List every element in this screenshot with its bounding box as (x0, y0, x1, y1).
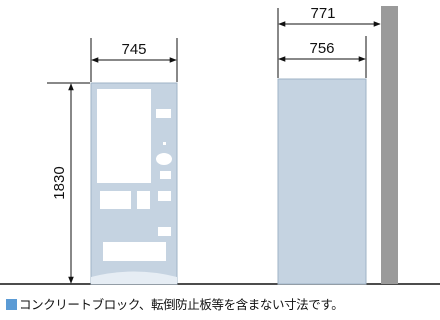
side-total-label: 771 (310, 5, 335, 22)
footnote: コンクリートブロック、転倒防止板等を含まない寸法です。 (0, 292, 440, 318)
lower-panel-right (137, 191, 150, 209)
product-outlet (103, 242, 166, 261)
coin-return (160, 171, 171, 179)
square-bullet-icon (6, 299, 17, 310)
base-kick (91, 271, 177, 284)
height-label: 1830 (51, 166, 68, 199)
side-depth-label: 756 (309, 40, 334, 57)
bill-acceptor (156, 153, 172, 165)
footnote-text: コンクリートブロック、転倒防止板等を含まない寸法です。 (19, 297, 344, 312)
display-window (97, 89, 151, 183)
small-panel-2 (158, 227, 171, 236)
front-view: 745 1830 (47, 38, 178, 285)
front-width-label: 745 (121, 41, 146, 58)
lower-panel-left (100, 191, 131, 209)
wall (381, 6, 398, 284)
small-indicator (163, 142, 166, 145)
side-view: 771 756 (277, 5, 398, 285)
small-panel (158, 191, 171, 201)
coin-slot-top (156, 109, 171, 118)
side-body (277, 78, 367, 285)
